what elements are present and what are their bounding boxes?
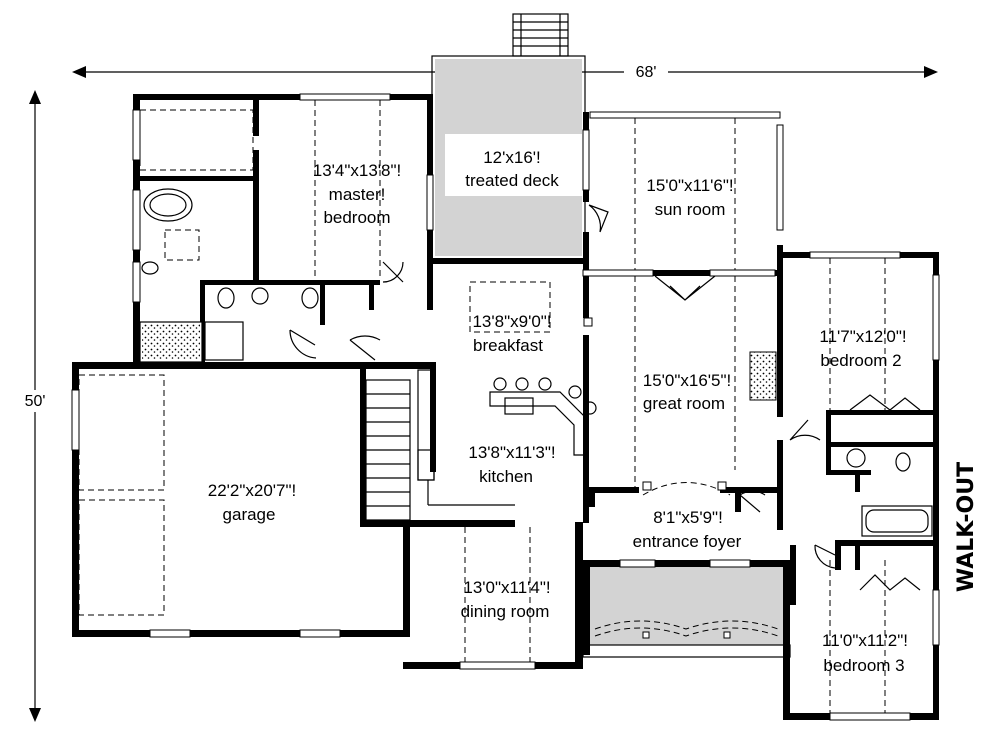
walkout-label: WALK-OUT xyxy=(954,462,979,592)
deck-name-label: treated deck xyxy=(465,171,559,190)
garage-name-label: garage xyxy=(223,505,276,524)
depth-label: 50' xyxy=(25,393,46,410)
master-size-label: 13'4"x13'8"! xyxy=(313,161,402,180)
basement-stairs xyxy=(365,379,411,521)
bedroom2-name-label: bedroom 2 xyxy=(820,351,901,370)
ceiling-lines xyxy=(78,100,886,713)
breakfast-size-label: 13'8"x9'0"! xyxy=(472,312,551,331)
kitchen-size-label: 13'8"x11'3"! xyxy=(468,443,555,462)
deck-size-label: 12'x16'! xyxy=(483,148,541,167)
great-room-size-label: 15'0"x16'5"! xyxy=(643,371,732,390)
foyer-size-label: 8'1"x5'9"! xyxy=(653,508,723,527)
sun-room-size-label: 15'0"x11'6"! xyxy=(646,176,733,195)
bath-fixtures xyxy=(139,188,933,537)
depth-dimension: 50' xyxy=(18,90,52,722)
dining-size-label: 13'0"x11'4"! xyxy=(463,578,550,597)
master-name-label: master! xyxy=(329,185,386,204)
master-name2-label: bedroom xyxy=(323,208,390,227)
breakfast-name-label: breakfast xyxy=(473,336,543,355)
garage-size-label: 22'2"x20'7"! xyxy=(208,481,297,500)
front-porch xyxy=(582,567,791,658)
foyer-name-label: entrance foyer xyxy=(633,532,742,551)
width-label: 68' xyxy=(636,64,657,81)
kitchen-counters xyxy=(417,369,597,506)
sun-room-name-label: sun room xyxy=(655,200,726,219)
room-labels: 13'4"x13'8"! master! bedroom 12'x16'! tr… xyxy=(208,148,908,675)
bedroom3-size-label: 11'0"x11'2"! xyxy=(822,631,908,650)
dining-name-label: dining room xyxy=(461,602,550,621)
bedroom2-size-label: 11'7"x12'0"! xyxy=(819,327,906,346)
bedroom3-name-label: bedroom 3 xyxy=(823,656,904,675)
great-room-name-label: great room xyxy=(643,394,725,413)
treated-deck xyxy=(431,55,586,260)
deck-stairs xyxy=(512,13,569,57)
columns xyxy=(583,317,727,491)
windows xyxy=(71,93,940,721)
kitchen-name-label: kitchen xyxy=(479,467,533,486)
doors xyxy=(289,204,921,591)
